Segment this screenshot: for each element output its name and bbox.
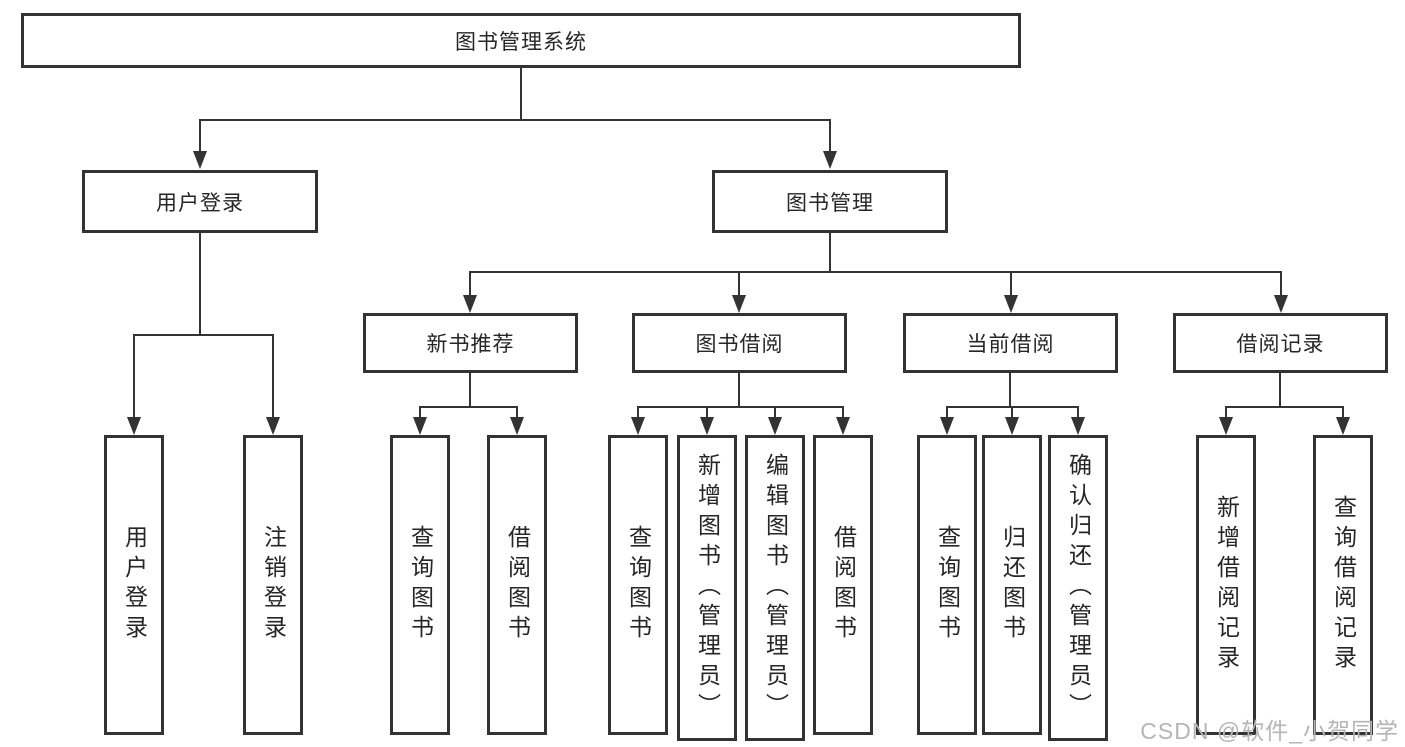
arrow-down-icon (413, 417, 427, 435)
leaf-query-books-borrow: 查询图书 (608, 435, 668, 735)
arrow-down-icon (1219, 417, 1233, 435)
connector-line (1010, 271, 1012, 297)
connector-line (706, 406, 708, 419)
connector-line (774, 406, 776, 419)
connector-line (199, 119, 201, 153)
connector-line (738, 271, 740, 297)
leaf-borrow-books-recommend: 借阅图书 (487, 435, 547, 735)
node-user-login: 用户登录 (82, 170, 318, 233)
watermark: CSDN @软件_小贺同学 (1140, 718, 1399, 744)
arrow-down-icon (768, 417, 782, 435)
connector-line (469, 271, 471, 297)
arrow-down-icon (732, 295, 746, 313)
node-borrow-records-label: 借阅记录 (1236, 333, 1325, 356)
node-user-login-label: 用户登录 (156, 191, 244, 215)
leaf-label: 确认归还（管理员） (1065, 453, 1092, 723)
node-book-management-label: 图书管理 (786, 191, 874, 215)
leaf-label: 注销登录 (260, 525, 287, 645)
leaf-label: 查询图书 (407, 525, 434, 645)
connector-line (516, 406, 518, 419)
connector-line (1009, 373, 1011, 408)
leaf-confirm-return-admin: 确认归还（管理员） (1048, 435, 1108, 741)
node-book-borrow-label: 图书借阅 (695, 333, 784, 356)
node-borrow-records: 借阅记录 (1173, 313, 1388, 373)
connector-line (469, 271, 1282, 273)
connector-line (199, 233, 201, 335)
arrow-down-icon (823, 151, 837, 169)
connector-line (738, 373, 740, 408)
connector-line (1225, 406, 1344, 408)
arrow-down-icon (1005, 417, 1019, 435)
connector-line (1279, 373, 1281, 408)
arrow-down-icon (700, 417, 714, 435)
leaf-return-books: 归还图书 (982, 435, 1042, 735)
arrow-down-icon (193, 151, 207, 169)
leaf-borrow-books: 借阅图书 (813, 435, 873, 735)
leaf-add-books-admin: 新增图书（管理员） (677, 435, 737, 741)
connector-line (829, 233, 831, 273)
connector-line (1280, 271, 1282, 297)
connector-line (637, 406, 639, 419)
leaf-label: 借阅图书 (504, 525, 531, 645)
arrow-down-icon (631, 417, 645, 435)
leaf-label: 借阅图书 (830, 525, 857, 645)
connector-line (829, 119, 831, 153)
connector-line (842, 406, 844, 419)
node-new-book-recommend-label: 新书推荐 (426, 333, 515, 356)
node-current-borrow: 当前借阅 (903, 313, 1118, 373)
arrow-down-icon (1336, 417, 1350, 435)
node-new-book-recommend: 新书推荐 (363, 313, 578, 373)
connector-line (133, 334, 135, 419)
node-root-label: 图书管理系统 (455, 30, 587, 54)
leaf-label: 新增图书（管理员） (694, 453, 721, 723)
node-root: 图书管理系统 (21, 13, 1021, 68)
leaf-label: 查询借阅记录 (1330, 495, 1357, 675)
connector-line (1225, 406, 1227, 419)
leaf-label: 查询图书 (625, 525, 652, 645)
connector-line (133, 334, 274, 336)
leaf-logout: 注销登录 (243, 435, 303, 735)
node-current-borrow-label: 当前借阅 (966, 333, 1055, 356)
arrow-down-icon (1004, 295, 1018, 313)
arrow-down-icon (1274, 295, 1288, 313)
arrow-down-icon (510, 417, 524, 435)
arrow-down-icon (940, 417, 954, 435)
leaf-add-borrow-record: 新增借阅记录 (1196, 435, 1256, 735)
leaf-query-borrow-record: 查询借阅记录 (1313, 435, 1373, 735)
arrow-down-icon (127, 417, 141, 435)
leaf-query-books-current: 查询图书 (917, 435, 977, 735)
connector-line (469, 373, 471, 408)
connector-line (1077, 406, 1079, 419)
node-book-management: 图书管理 (712, 170, 948, 233)
leaf-label: 新增借阅记录 (1213, 495, 1240, 675)
arrow-down-icon (266, 417, 280, 435)
leaf-label: 归还图书 (999, 525, 1026, 645)
connector-line (199, 119, 831, 121)
node-book-borrow: 图书借阅 (632, 313, 847, 373)
connector-line (419, 406, 421, 419)
connector-line (1342, 406, 1344, 419)
connector-line (419, 406, 518, 408)
connector-line (946, 406, 948, 419)
leaf-user-login: 用户登录 (104, 435, 164, 735)
leaf-label: 编辑图书（管理员） (762, 453, 789, 723)
leaf-edit-books-admin: 编辑图书（管理员） (745, 435, 805, 741)
arrow-down-icon (836, 417, 850, 435)
connector-line (520, 67, 522, 120)
connector-line (637, 406, 844, 408)
leaf-label: 用户登录 (121, 525, 148, 645)
connector-line (1011, 406, 1013, 419)
leaf-label: 查询图书 (934, 525, 961, 645)
connector-line (272, 334, 274, 419)
leaf-query-books-recommend: 查询图书 (390, 435, 450, 735)
arrow-down-icon (1071, 417, 1085, 435)
arrow-down-icon (463, 295, 477, 313)
